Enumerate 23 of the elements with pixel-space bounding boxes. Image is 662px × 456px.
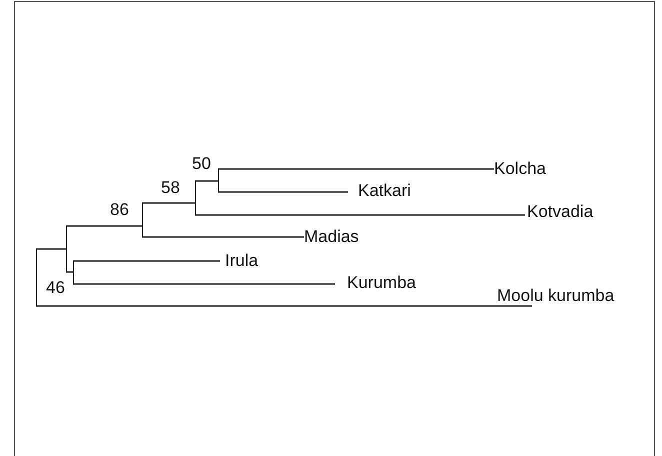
bootstrap-value: 86 [110, 201, 129, 219]
tree-branch [73, 283, 335, 285]
taxon-label: Irula [225, 252, 258, 270]
tree-branch [36, 248, 66, 250]
bootstrap-value: 50 [192, 155, 211, 173]
tree-branch [195, 214, 525, 216]
tree-branch [66, 271, 73, 273]
tree-branch [73, 260, 220, 262]
taxon-label: Madias [304, 228, 359, 246]
taxon-label: Katkari [358, 182, 411, 200]
bootstrap-value: 46 [46, 279, 65, 297]
tree-branch [218, 191, 348, 193]
tree-branch [218, 168, 494, 170]
tree-branch [195, 180, 218, 182]
taxon-label: Kurumba [347, 274, 416, 292]
bootstrap-value: 58 [161, 179, 180, 197]
tree-branch [142, 236, 304, 238]
taxon-label: Kotvadia [527, 203, 594, 221]
taxon-label: Kolcha [494, 160, 546, 178]
tree-branch [36, 305, 532, 307]
tree-branch [66, 225, 142, 227]
tree-branch [142, 202, 195, 204]
taxon-label: Moolu kurumba [497, 287, 614, 305]
